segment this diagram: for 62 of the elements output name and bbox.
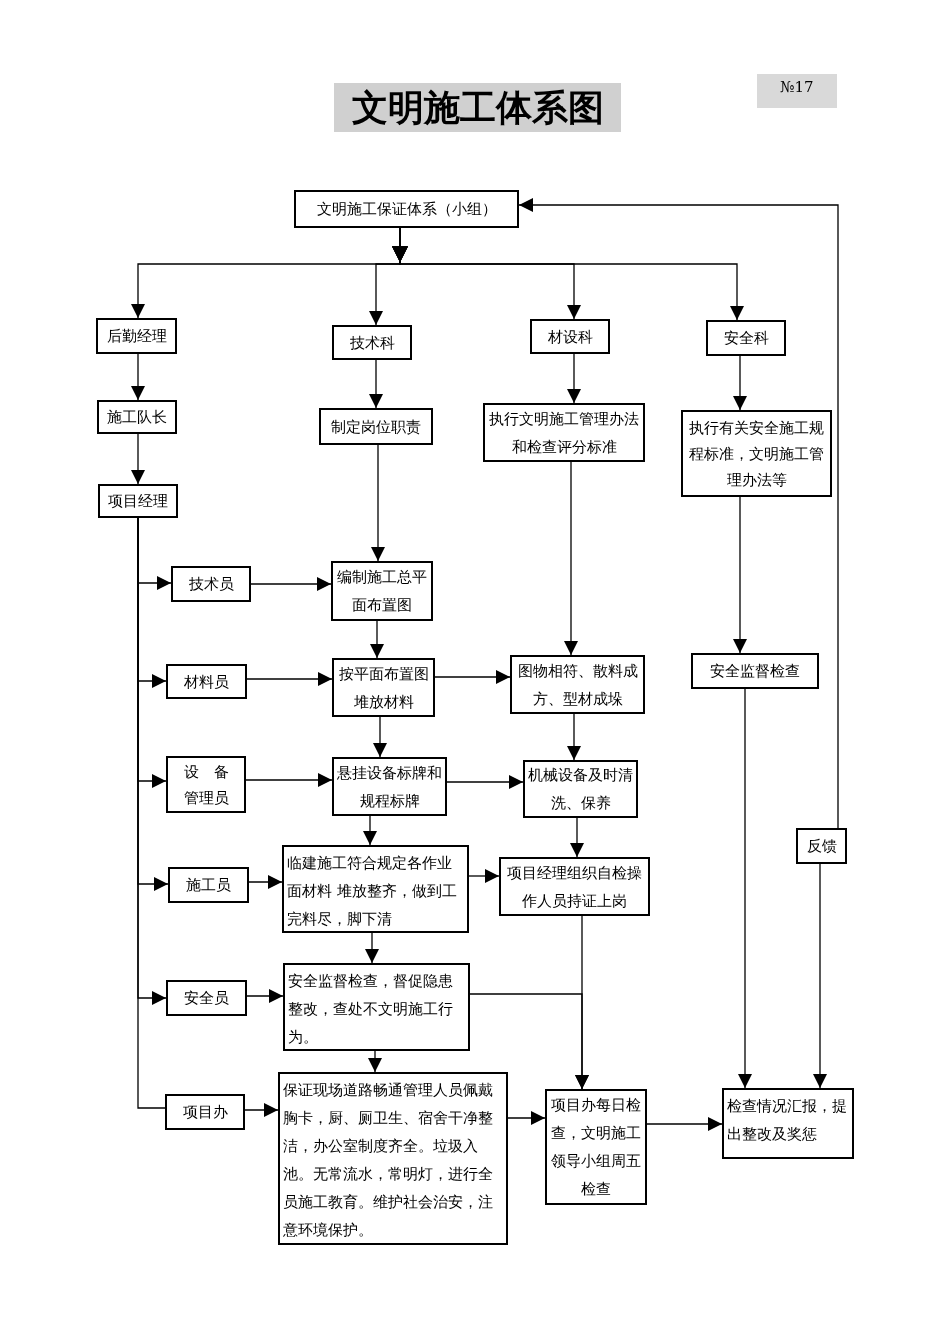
process-box: 设 备管理员 bbox=[166, 756, 246, 813]
arrow bbox=[365, 932, 379, 964]
arrow bbox=[567, 713, 581, 761]
arrow bbox=[813, 863, 827, 1089]
process-box: 执行文明施工管理办法和检查评分标准 bbox=[483, 403, 645, 462]
arrow bbox=[392, 227, 744, 321]
process-box: 后勤经理 bbox=[96, 318, 177, 354]
arrow bbox=[567, 353, 581, 404]
process-box: 临建施工符合规定各作业面材料 堆放整齐，做到工完料尽，脚下清 bbox=[282, 845, 469, 933]
diagram-title: 文明施工体系图 bbox=[334, 83, 621, 132]
process-box: 项目经理组织自检操作人员持证上岗 bbox=[499, 857, 650, 916]
arrow bbox=[363, 815, 377, 846]
process-box: 项目办每日检查，文明施工领导小组周五检查 bbox=[545, 1089, 647, 1205]
arrow bbox=[733, 355, 747, 411]
process-box: 材料员 bbox=[166, 664, 247, 699]
process-box: 材设科 bbox=[530, 319, 610, 354]
arrow bbox=[468, 869, 500, 883]
arrow bbox=[738, 688, 752, 1089]
arrow bbox=[434, 670, 511, 684]
process-box: 施工员 bbox=[168, 867, 249, 903]
process-box: 项目办 bbox=[165, 1094, 245, 1130]
arrow bbox=[248, 875, 283, 889]
arrow bbox=[250, 577, 332, 591]
arrow bbox=[446, 775, 524, 789]
process-box: 保证现场道路畅通管理人员佩戴胸卡，厨、厕卫生、宿舍干净整洁，办公室制度齐全。垃圾入池。无常流水，常明灯，进行全员施工教育。维护社会治安，注意环境保护。 bbox=[278, 1072, 508, 1245]
arrow bbox=[371, 444, 385, 562]
arrow bbox=[131, 353, 145, 401]
arrow bbox=[245, 773, 333, 787]
process-box: 安全员 bbox=[166, 980, 247, 1016]
arrow bbox=[564, 461, 578, 656]
arrow bbox=[246, 989, 284, 1003]
arrow bbox=[733, 496, 747, 654]
process-box: 执行有关安全施工规程标准，文明施工管理办法等 bbox=[681, 410, 832, 497]
arrow bbox=[131, 433, 145, 485]
process-box: 技术员 bbox=[171, 566, 251, 602]
arrow bbox=[368, 1050, 382, 1073]
arrow bbox=[507, 1111, 546, 1125]
arrow bbox=[369, 359, 383, 409]
process-box: 安全科 bbox=[706, 320, 786, 356]
process-box: 机械设备及时清洗、保养 bbox=[523, 760, 638, 818]
process-box: 反馈 bbox=[796, 828, 847, 864]
process-box: 施工队长 bbox=[97, 400, 177, 434]
process-box: 图物相符、散料成方、型材成垛 bbox=[510, 655, 645, 714]
arrow bbox=[244, 1103, 279, 1117]
arrow bbox=[373, 716, 387, 758]
process-box: 检查情况汇报，提出整改及奖惩 bbox=[722, 1088, 854, 1159]
process-box: 文明施工保证体系（小组） bbox=[294, 190, 519, 228]
arrow bbox=[518, 198, 839, 829]
process-box: 悬挂设备标牌和规程标牌 bbox=[332, 757, 447, 816]
process-box: 编制施工总平面布置图 bbox=[331, 561, 433, 621]
process-box: 安全监督检查 bbox=[691, 653, 819, 689]
arrow bbox=[246, 672, 333, 686]
arrow bbox=[575, 915, 589, 1090]
arrow bbox=[646, 1117, 723, 1131]
arrow bbox=[570, 817, 584, 858]
process-box: 制定岗位职责 bbox=[319, 408, 433, 445]
process-box: 项目经理 bbox=[98, 484, 178, 518]
arrow bbox=[370, 620, 384, 659]
process-box: 安全监督检查，督促隐患整改，查处不文明施工行为。 bbox=[283, 963, 470, 1051]
page-number-label: №17 bbox=[757, 74, 837, 108]
process-box: 按平面布置图堆放材料 bbox=[332, 658, 435, 717]
process-box: 技术科 bbox=[332, 325, 412, 360]
